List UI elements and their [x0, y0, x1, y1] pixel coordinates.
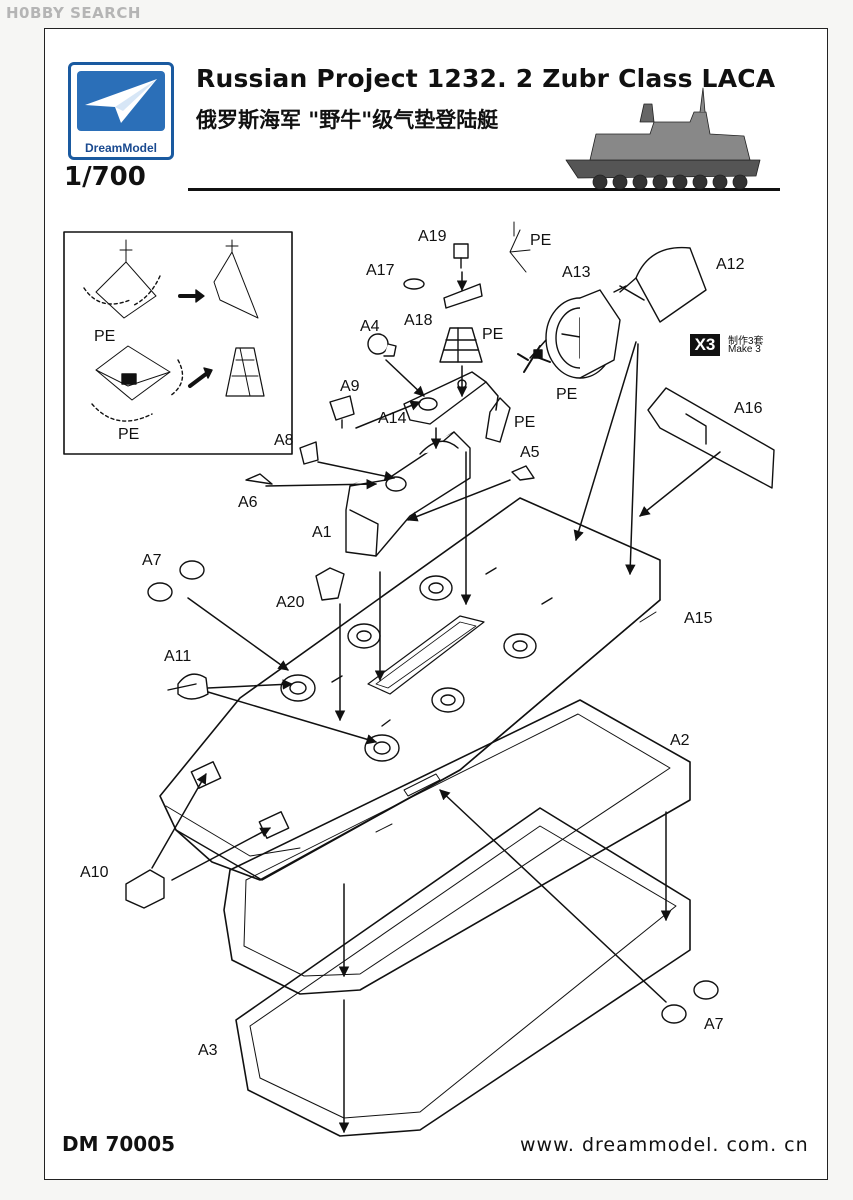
skirt-frame-a2: [223, 699, 691, 995]
assembly-arrows: [151, 271, 721, 1134]
inset-label-pe-1: PE: [94, 328, 116, 345]
part-label-pe-mast: PE: [530, 232, 552, 249]
rudder-a12: [613, 246, 707, 323]
part-label-a1: A1: [312, 524, 332, 541]
part-label-a7-top: A7: [142, 552, 162, 569]
part-label-a16: A16: [734, 400, 763, 417]
part-label-a6: A6: [238, 494, 258, 511]
part-label-a20: A20: [276, 594, 305, 611]
part-label-a3: A3: [198, 1042, 218, 1059]
header-rule: [188, 188, 780, 191]
part-label-a13: A13: [562, 264, 591, 281]
base-plate-a3: [235, 807, 691, 1137]
pe-folding-inset: [63, 231, 293, 455]
make-count-chinese: 制作3套: [728, 336, 764, 347]
scale-label: 1/700: [64, 162, 146, 192]
part-label-a18: A18: [404, 312, 433, 329]
make-count-english: Make 3: [728, 344, 761, 355]
bridge-plate-a14: [403, 371, 487, 425]
part-label-pe-prop: PE: [556, 386, 578, 403]
part-label-a12: A12: [716, 256, 745, 273]
part-label-pe-rail: PE: [514, 414, 536, 431]
part-label-a4: A4: [360, 318, 380, 335]
side-panel-a16: [647, 387, 775, 489]
make-count-badge: X3: [690, 334, 720, 356]
website-url: www. dreammodel. com. cn: [520, 1134, 809, 1156]
part-label-a10: A10: [80, 864, 109, 881]
logo-text: DreamModel: [84, 141, 158, 155]
superstructure-a1: [345, 431, 471, 557]
inset-label-pe-2: PE: [118, 426, 140, 443]
part-label-a17: A17: [366, 262, 395, 279]
small-parts: [125, 221, 719, 1024]
part-label-a5: A5: [520, 444, 540, 461]
logo-plane-icon: [77, 71, 165, 131]
dreammodel-logo: DreamModel: [68, 62, 174, 160]
ship-silhouette-illustration: [565, 87, 761, 190]
part-label-a2: A2: [670, 732, 690, 749]
part-label-a8: A8: [274, 432, 294, 449]
part-label-pe-tower: PE: [482, 326, 504, 343]
part-label-a19: A19: [418, 228, 447, 245]
part-label-a14: A14: [378, 410, 407, 427]
part-label-a11: A11: [164, 648, 192, 665]
title-english: Russian Project 1232. 2 Zubr Class LACA: [196, 64, 776, 93]
side-panel-a16-detail: [685, 413, 707, 445]
watermark-text: H0BBY SEARCH: [6, 4, 141, 22]
part-label-a9: A9: [340, 378, 360, 395]
product-code: DM 70005: [62, 1132, 176, 1156]
title-chinese: 俄罗斯海军 "野牛"级气垫登陆艇: [196, 108, 499, 132]
hull-deck-a15: [159, 497, 661, 881]
part-label-a15: A15: [684, 610, 713, 627]
part-label-a7-bottom: A7: [704, 1016, 724, 1033]
fan-shroud-a13: [545, 289, 621, 379]
